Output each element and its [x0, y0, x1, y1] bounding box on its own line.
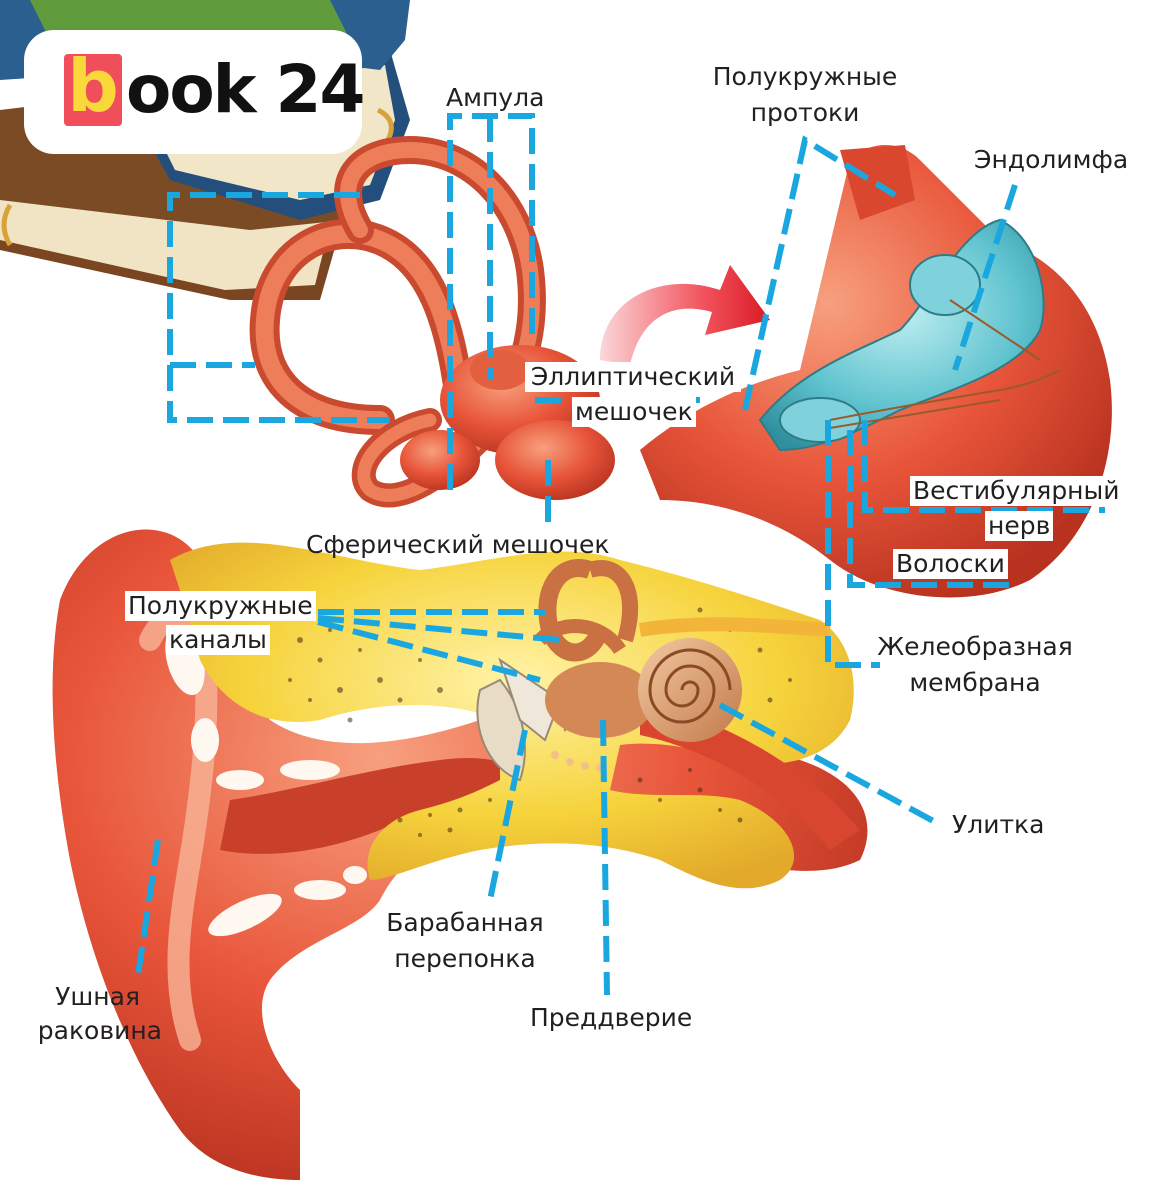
label-semicircular-canals-line2: каналы	[166, 625, 270, 655]
label-gelatinous-membrane-line1: Желеобразная	[877, 632, 1073, 661]
label-endolymph: Эндолимфа	[974, 145, 1129, 174]
label-vestibular-nerve-line1: Вестибулярный	[910, 476, 1123, 506]
label-vestibule: Преддверие	[530, 1003, 693, 1032]
label-eardrum-line2: перепонка	[394, 944, 536, 973]
label-vestibular-nerve-line2: нерв	[985, 511, 1054, 541]
label-cochlea: Улитка	[952, 810, 1045, 839]
zoom-arrow	[600, 265, 770, 365]
label-auricle-line1: Ушная	[55, 982, 140, 1011]
inner-ear-small	[535, 559, 742, 772]
label-semicircular-canals-line1: Полукружные	[125, 591, 316, 621]
label-auricle-line2: раковина	[37, 1016, 162, 1045]
label-semicircular-ducts-line2: протоки	[750, 98, 860, 127]
label-utricle-line2: мешочек	[572, 397, 696, 427]
label-hairs: Волоски	[893, 549, 1008, 579]
label-utricle-line1: Эллиптический	[525, 362, 741, 392]
logo-letter: b	[67, 44, 119, 128]
label-saccule: Сферический мешочек	[306, 530, 610, 559]
outer-ear-section	[52, 529, 868, 1180]
label-eardrum-line1: Барабанная	[386, 908, 544, 937]
label-semicircular-ducts-line1: Полукружные	[712, 62, 898, 91]
label-gelatinous-membrane-line2: мембрана	[909, 668, 1041, 697]
book24-logo-text: ook 24	[126, 51, 365, 128]
book24-logo-mark: b	[64, 46, 122, 126]
labyrinth-vestibule	[400, 345, 615, 500]
label-ampulla: Ампула	[446, 83, 545, 112]
